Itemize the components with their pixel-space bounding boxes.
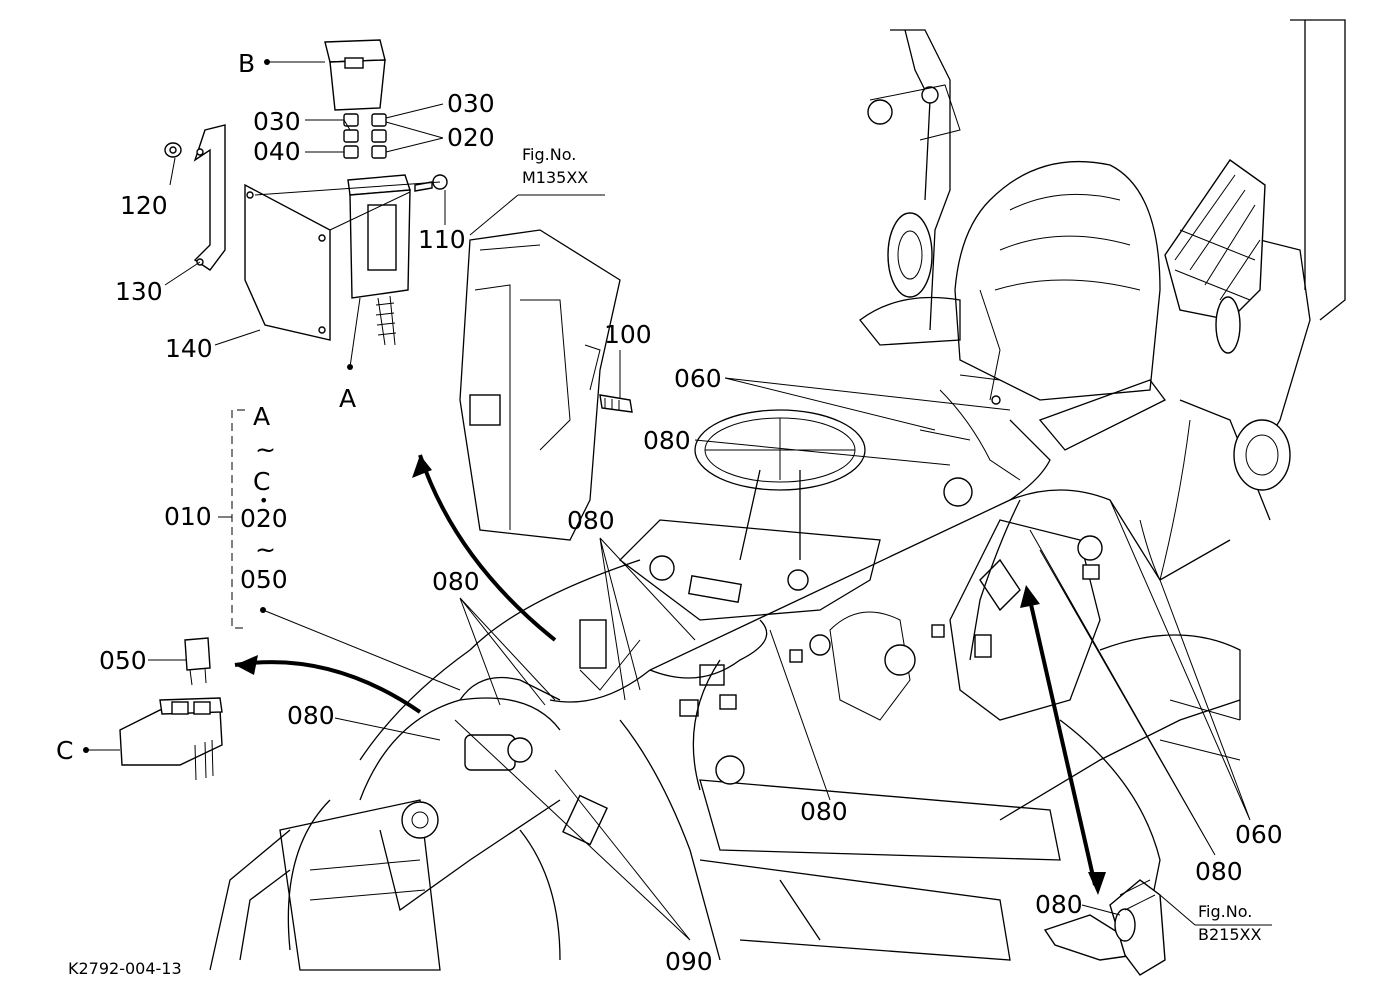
callout-080-mid: 080 bbox=[432, 567, 480, 596]
callout-120: 120 bbox=[120, 191, 168, 220]
callout-080-bottom: 080 bbox=[800, 797, 848, 826]
view-label-c: C bbox=[56, 736, 73, 765]
range-from2: 020 bbox=[240, 504, 288, 533]
callout-080-dash: 080 bbox=[567, 506, 615, 535]
callout-060-lower: 060 bbox=[1235, 820, 1283, 849]
range-to: C bbox=[253, 467, 270, 496]
bolt-100 bbox=[599, 394, 633, 413]
side-panel bbox=[459, 229, 621, 541]
callout-080-left: 080 bbox=[287, 701, 335, 730]
callout-010: 010 bbox=[164, 502, 212, 531]
switch-bracket-detail bbox=[1043, 879, 1166, 976]
view-label-b: B bbox=[238, 49, 255, 78]
callout-labels: B 030 030 020 040 120 110 130 140 A Fig.… bbox=[56, 49, 1283, 978]
callout-040: 040 bbox=[253, 137, 301, 166]
bracket-140 bbox=[244, 183, 331, 341]
leader-dots bbox=[83, 59, 353, 753]
wiring-harness bbox=[459, 289, 1231, 791]
fig-ref-2-line2: B215XX bbox=[1198, 925, 1261, 944]
plate-130 bbox=[193, 124, 226, 271]
callout-060-upper: 060 bbox=[674, 364, 722, 393]
leader-lines bbox=[86, 61, 1272, 941]
range-tilde2: ~ bbox=[255, 535, 276, 564]
range-from: A bbox=[253, 402, 270, 431]
range-tilde: ~ bbox=[255, 435, 276, 464]
fig-ref-1-line1: Fig.No. bbox=[522, 145, 576, 164]
callout-050: 050 bbox=[99, 646, 147, 675]
callout-130: 130 bbox=[115, 277, 163, 306]
steering-wheel bbox=[694, 409, 866, 561]
fuses-020-030-040 bbox=[343, 113, 387, 159]
callout-080-lower: 080 bbox=[1195, 857, 1243, 886]
callout-020: 020 bbox=[447, 123, 495, 152]
fig-ref-2-line1: Fig.No. bbox=[1198, 902, 1252, 921]
engine-components bbox=[359, 477, 1103, 912]
rops-frame bbox=[867, 19, 1346, 521]
view-label-a: A bbox=[339, 384, 356, 413]
rear-work-light bbox=[1164, 159, 1266, 354]
operator-seat bbox=[859, 160, 1166, 451]
callout-090: 090 bbox=[665, 947, 713, 976]
callout-100: 100 bbox=[604, 320, 652, 349]
callout-140: 140 bbox=[165, 334, 213, 363]
callout-030-right: 030 bbox=[447, 89, 495, 118]
callout-080-steering: 080 bbox=[643, 426, 691, 455]
fuse-box-cover-B bbox=[324, 39, 386, 111]
fig-ref-1-line2: M135XX bbox=[522, 168, 588, 187]
direction-arrows bbox=[234, 454, 1106, 895]
fuse-050-and-holder-C bbox=[119, 637, 223, 781]
fuse-box-body-A bbox=[347, 174, 411, 346]
nut-120 bbox=[164, 142, 182, 158]
dashboard-panel bbox=[619, 519, 881, 621]
drawing-number: K2792-004-13 bbox=[68, 959, 182, 978]
callout-080-detail: 080 bbox=[1035, 890, 1083, 919]
callout-110: 110 bbox=[418, 225, 466, 254]
range-dot: • bbox=[259, 491, 268, 510]
callout-030-left: 030 bbox=[253, 107, 301, 136]
range-to2: 050 bbox=[240, 565, 288, 594]
